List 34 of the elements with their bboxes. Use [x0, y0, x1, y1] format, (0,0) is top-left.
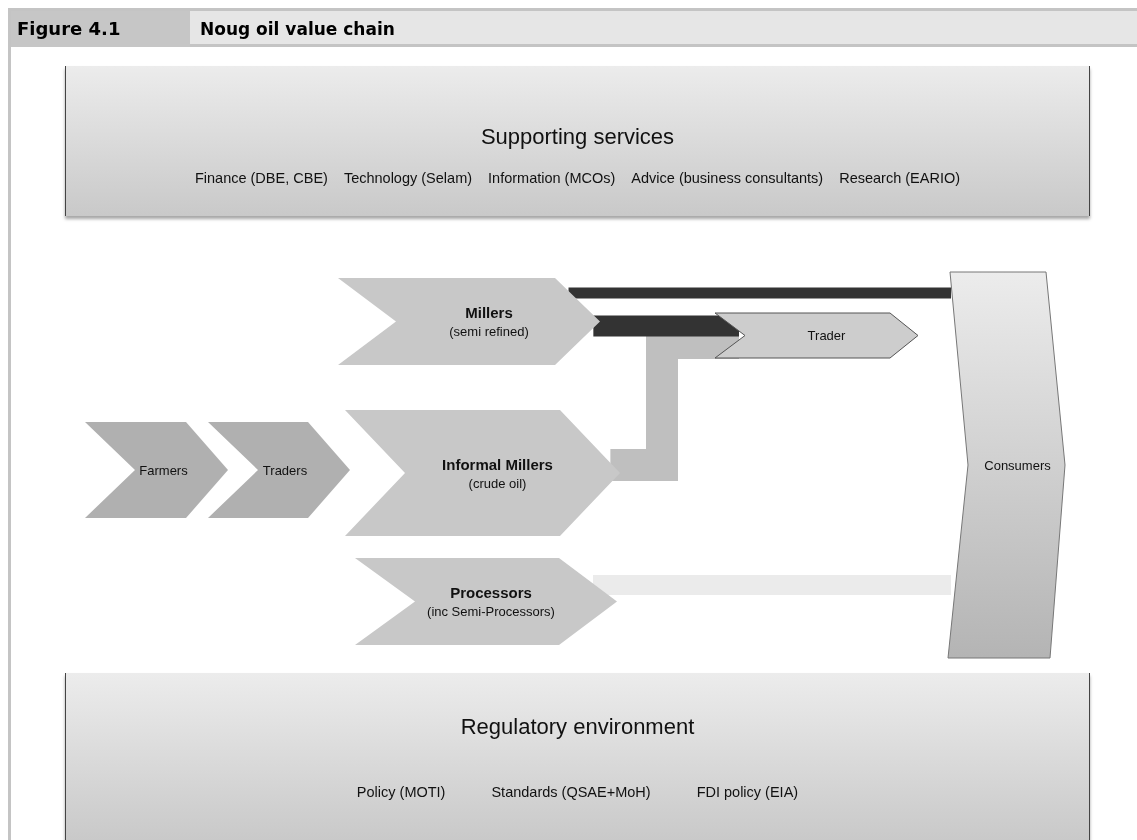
stage-note: (inc Semi-Processors) — [427, 604, 555, 619]
regulation-panel — [65, 673, 1090, 840]
stage-shape — [85, 422, 228, 518]
panel-heading: Supporting services — [480, 124, 675, 150]
panel-item: Finance (DBE, CBE) — [194, 170, 328, 186]
stage-label: Processors — [450, 584, 532, 601]
stage-note: (semi refined) — [449, 324, 529, 339]
stage-shape — [208, 422, 350, 518]
panel-item: Standards (QSAE+MoH) — [491, 783, 651, 800]
stage-shape — [715, 313, 918, 358]
stage-label: Millers — [465, 304, 513, 321]
stage-shape — [355, 558, 617, 645]
stage-shape — [345, 410, 620, 536]
stage-label: Traders — [262, 462, 308, 478]
flow-band — [568, 287, 951, 299]
panel-item: Advice (business consultants) — [631, 170, 824, 186]
service-panel — [65, 66, 1090, 216]
panel-item: Research (EARIO) — [839, 170, 961, 186]
stage-note: (crude oil) — [468, 475, 527, 491]
figure-number: Figure 4.1 — [11, 11, 190, 47]
figure-title: Noug oil value chain — [190, 11, 1137, 47]
flow-band — [593, 315, 739, 337]
panel-heading: Regulatory environment — [460, 713, 695, 740]
stage-label: Trader — [807, 328, 846, 343]
stage-shape — [948, 272, 1065, 658]
stage-shape — [338, 278, 600, 365]
stage-label: Informal Millers — [442, 455, 553, 473]
flow-band — [593, 575, 951, 595]
panel-item: Policy (MOTI) — [356, 783, 446, 800]
panel-item: FDI policy (EIA) — [696, 783, 799, 800]
panel-item: Information (MCOs) — [488, 170, 616, 186]
stage-label: Consumers — [984, 457, 1051, 473]
panel-item: Technology (Selam) — [343, 170, 473, 186]
stage-label: Farmers — [139, 462, 188, 478]
